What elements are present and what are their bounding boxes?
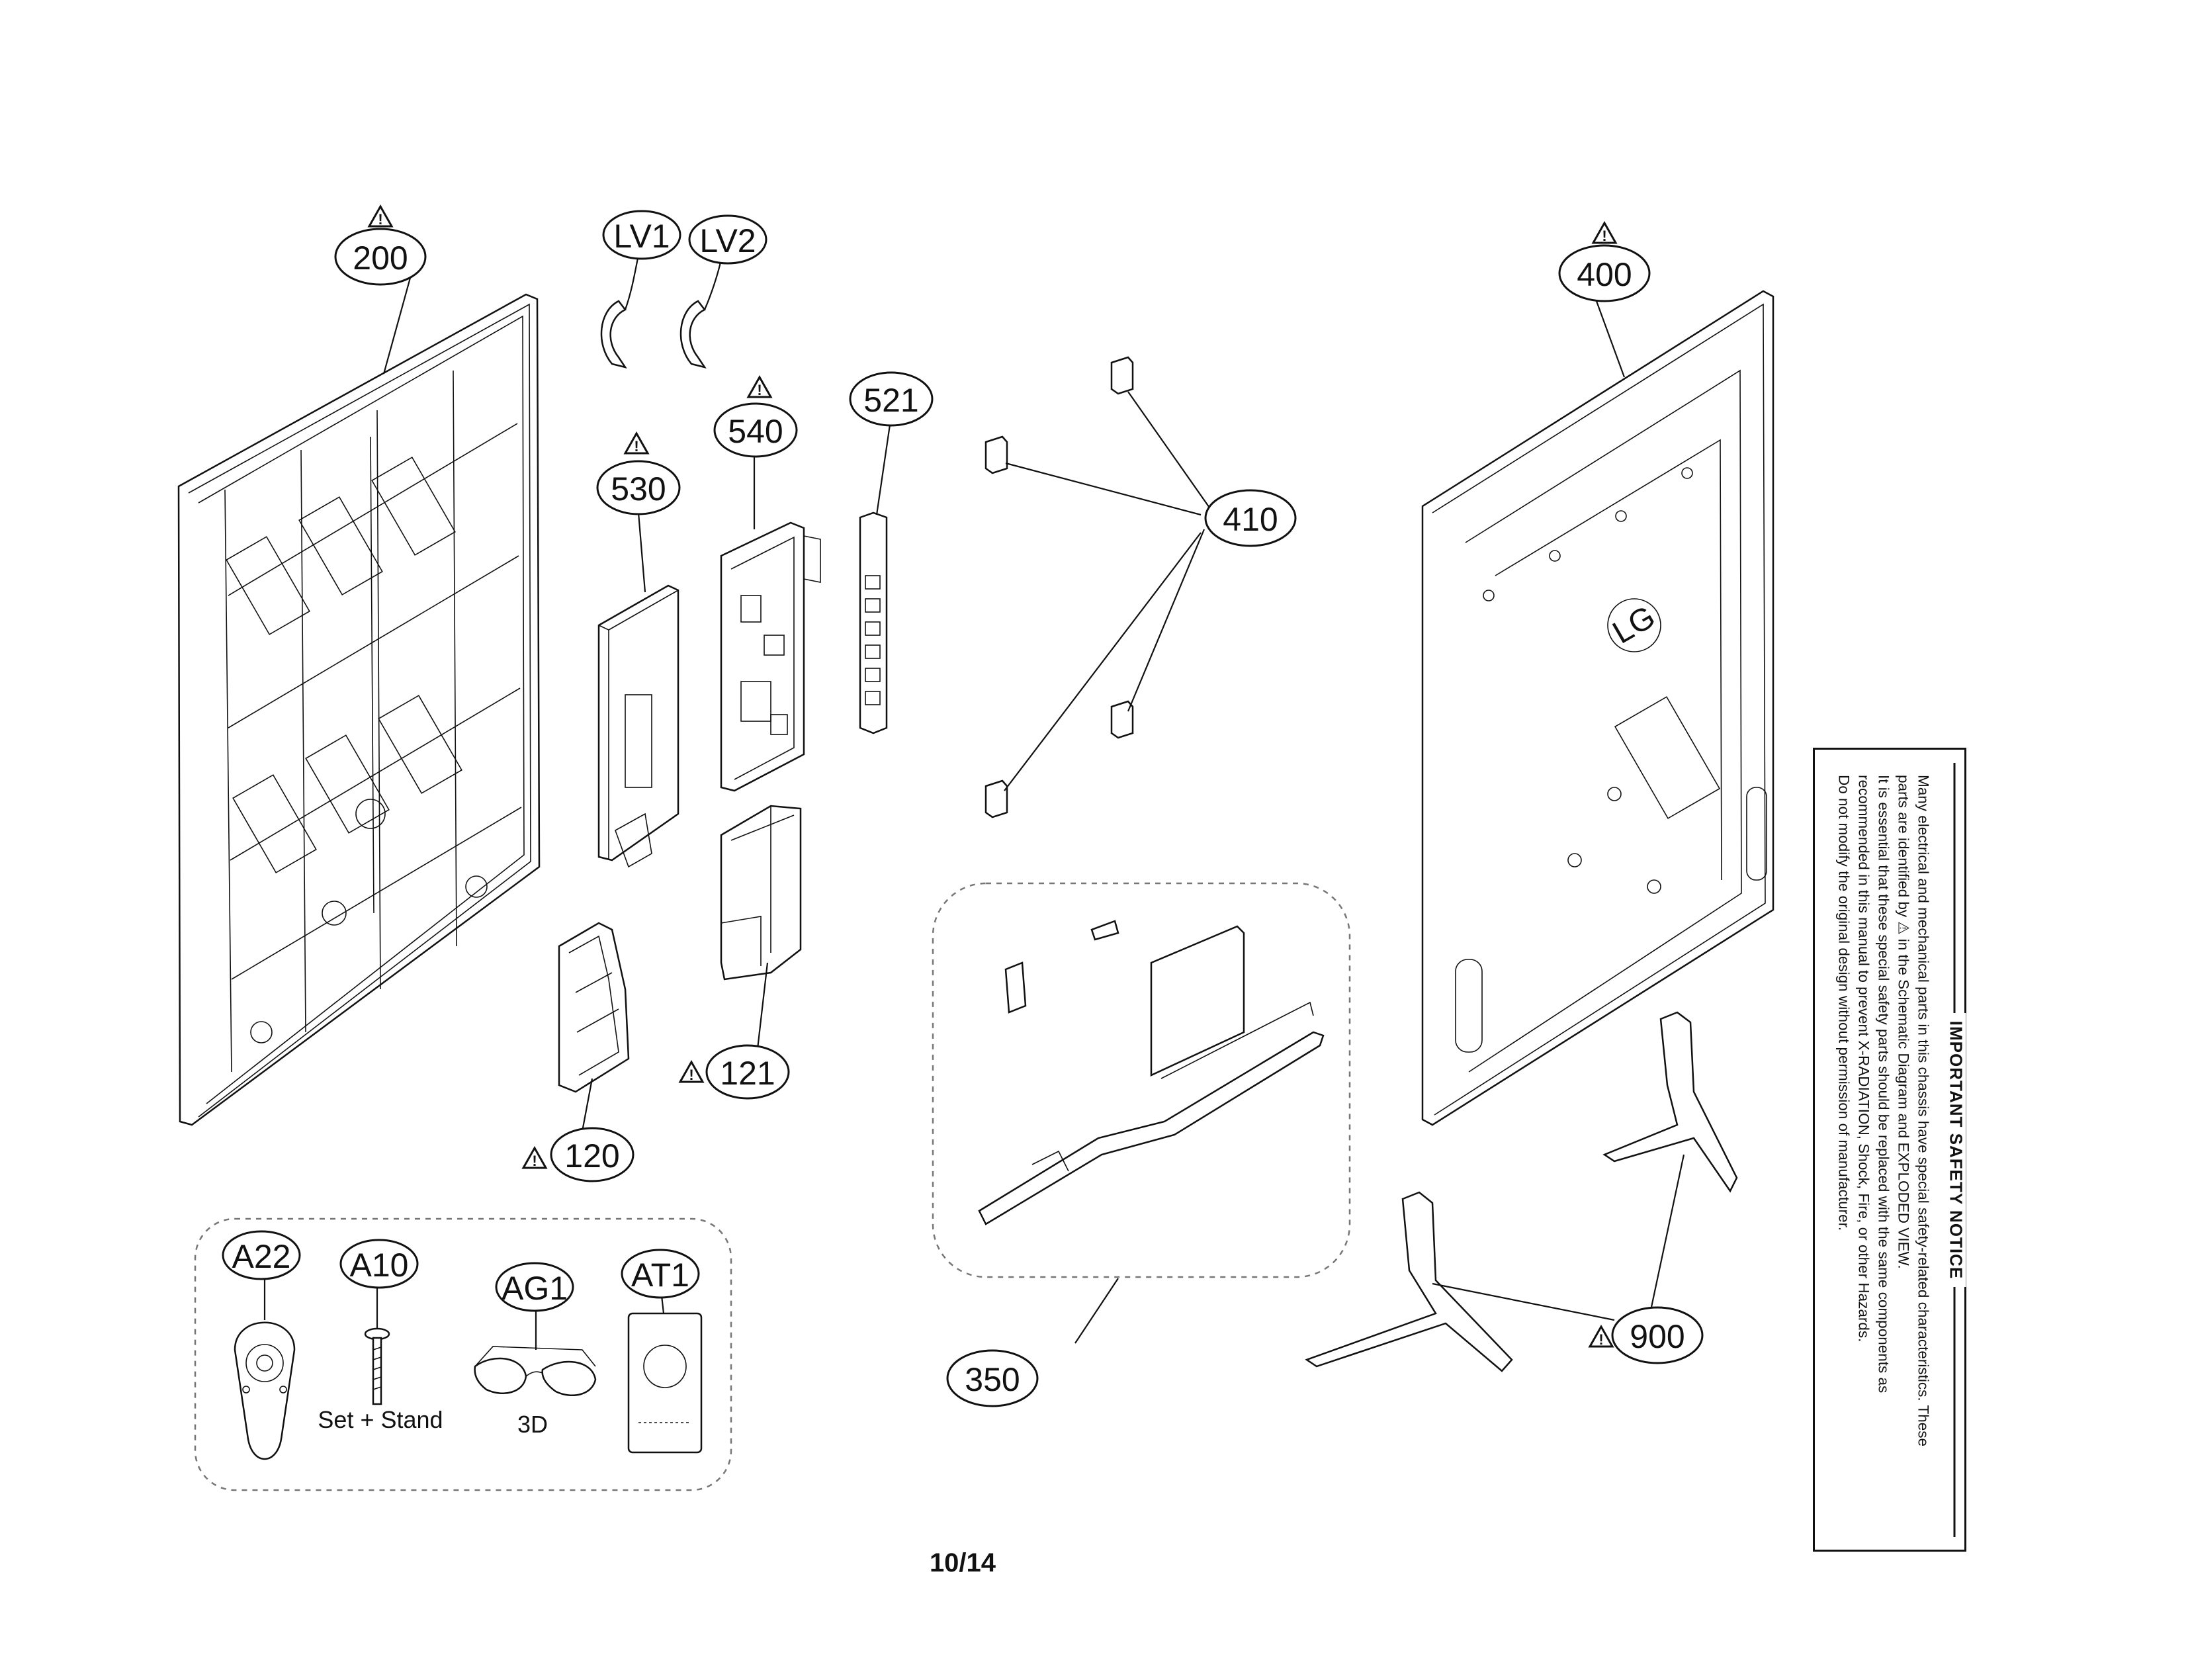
svg-text:A22: A22 [232, 1238, 291, 1275]
part-200-display-module [177, 293, 541, 1126]
callout-410: 410 [1204, 489, 1297, 547]
svg-text:AG1: AG1 [502, 1270, 568, 1307]
svg-text:540: 540 [728, 413, 783, 450]
caption-3d: 3D [517, 1411, 548, 1438]
part-410-brackets [985, 356, 1134, 818]
svg-text:900: 900 [1630, 1318, 1685, 1355]
svg-text:410: 410 [1223, 501, 1278, 538]
svg-text:200: 200 [353, 240, 408, 277]
safety-notice-body: Many electrical and mechanical parts in … [1834, 775, 1933, 1525]
group-350-box [932, 882, 1351, 1278]
svg-text:AT1: AT1 [631, 1257, 689, 1294]
page-number: 10/14 [930, 1548, 996, 1577]
safety-warning-icon: ! [1588, 1324, 1614, 1348]
svg-text:!: ! [634, 438, 638, 455]
callout-a10: A10 [339, 1239, 419, 1289]
callout-a22: A22 [222, 1230, 301, 1280]
safety-notice-line: recommended in this manual to prevent X-… [1855, 774, 1872, 1342]
part-530-power-board [597, 584, 679, 868]
part-521-key-controller [859, 511, 888, 734]
svg-text:LV2: LV2 [699, 222, 756, 259]
accessory-at1-card [627, 1312, 703, 1454]
callout-at1: AT1 [621, 1249, 700, 1299]
part-540-main-board [720, 521, 821, 792]
safety-notice-box: IMPORTANT SAFETY NOTICE Many electrical … [1813, 748, 1966, 1552]
callout-lv1: LV1 [602, 210, 681, 260]
safety-warning-icon: ! [521, 1145, 548, 1169]
svg-text:400: 400 [1577, 256, 1632, 293]
callout-521: 521 [849, 371, 934, 427]
part-120-speaker [558, 922, 630, 1093]
safety-warning-icon: ! [367, 204, 394, 228]
accessories-box [194, 1217, 732, 1491]
safety-warning-icon: ! [623, 431, 650, 455]
part-121-speaker [720, 805, 802, 981]
callout-540: 540 [713, 402, 798, 458]
caption-set-stand: Set + Stand [318, 1406, 443, 1433]
safety-notice-line: It is essential that these special safet… [1875, 774, 1892, 1393]
safety-notice-title: IMPORTANT SAFETY NOTICE [1946, 1012, 1966, 1287]
svg-text:!: ! [689, 1067, 693, 1083]
callout-900: 900 [1611, 1306, 1704, 1364]
part-lv1-cable [600, 254, 640, 369]
callout-120: 120 [550, 1127, 635, 1182]
svg-text:!: ! [378, 211, 382, 228]
svg-text:A10: A10 [350, 1247, 409, 1284]
svg-text:LV1: LV1 [613, 218, 670, 255]
part-lv2-cable [679, 259, 722, 369]
safety-warning-icon: ! [746, 375, 773, 398]
safety-notice-line: parts are identified by ⚠ in the Schemat… [1895, 774, 1912, 1269]
part-350-stand-bracket [978, 920, 1325, 1225]
part-400-back-cover: LG [1421, 290, 1774, 1126]
accessory-a10-screw [364, 1327, 390, 1405]
svg-text:121: 121 [720, 1055, 775, 1092]
callout-400: 400 [1558, 244, 1651, 302]
svg-text:530: 530 [611, 470, 666, 508]
svg-text:!: ! [1602, 228, 1606, 244]
safety-warning-icon: ! [678, 1059, 705, 1083]
accessory-a22-remote [234, 1321, 296, 1460]
callout-121: 121 [705, 1044, 790, 1100]
callout-200: 200 [334, 228, 427, 286]
accessory-ag1-3d-glasses [474, 1346, 597, 1397]
callout-ag1: AG1 [495, 1262, 574, 1312]
safety-warning-icon: ! [1591, 220, 1618, 244]
svg-text:!: ! [1598, 1331, 1603, 1348]
safety-notice-line: Many electrical and mechanical parts in … [1915, 774, 1932, 1446]
callout-lv2: LV2 [688, 214, 767, 265]
safety-notice-line: Do not modify the original design withou… [1835, 774, 1853, 1231]
svg-text:!: ! [532, 1153, 537, 1169]
part-900-stand-legs [1305, 1011, 1738, 1372]
svg-text:350: 350 [965, 1361, 1020, 1398]
callout-530: 530 [596, 460, 681, 515]
svg-text:120: 120 [564, 1137, 619, 1174]
callout-350: 350 [946, 1349, 1039, 1407]
svg-text:521: 521 [863, 382, 918, 419]
svg-text:!: ! [757, 382, 762, 398]
